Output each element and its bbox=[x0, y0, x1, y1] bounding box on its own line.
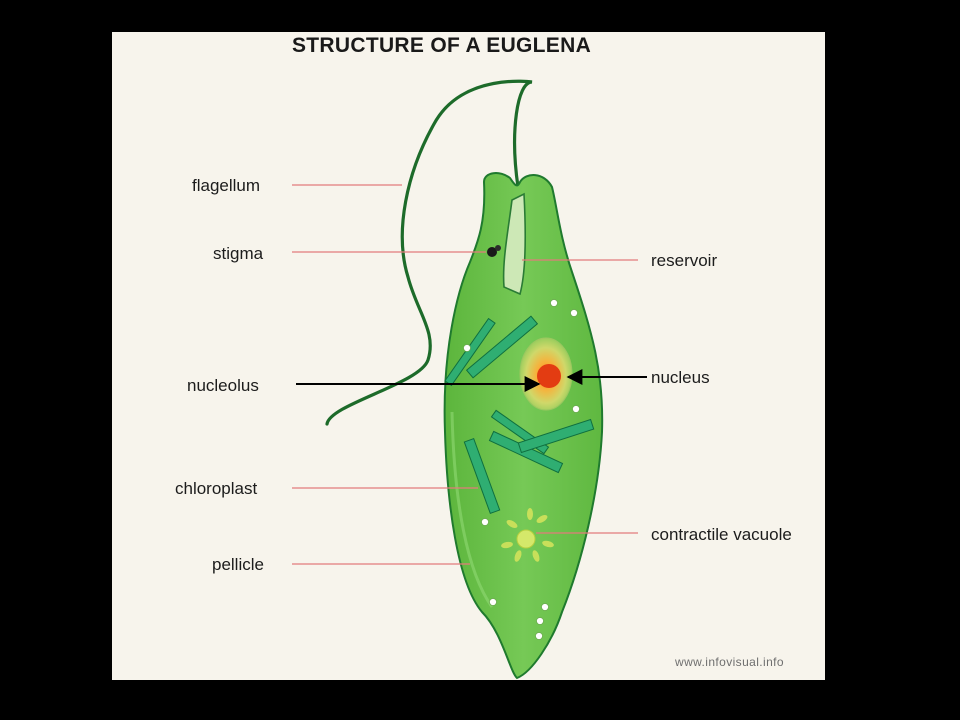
label-reservoir: reservoir bbox=[651, 251, 717, 270]
flagellum bbox=[325, 79, 533, 426]
chloroplast-2 bbox=[465, 315, 539, 379]
label-nucleolus: nucleolus bbox=[187, 376, 259, 395]
watermark: www.infovisual.info bbox=[674, 655, 784, 669]
contractile-vacuole bbox=[501, 508, 554, 562]
euglena-diagram: STRUCTURE OF A EUGLENA bbox=[175, 34, 792, 680]
label-nucleus: nucleus bbox=[651, 368, 710, 387]
euglena-cell bbox=[443, 172, 604, 680]
label-chloroplast: chloroplast bbox=[175, 479, 257, 498]
chloroplast-6 bbox=[463, 437, 501, 515]
leader-lines bbox=[292, 184, 638, 565]
label-arrows bbox=[296, 369, 647, 392]
chloroplasts bbox=[444, 315, 595, 515]
label-pellicle: pellicle bbox=[212, 555, 264, 574]
label-contractile-vacuole: contractile vacuole bbox=[651, 525, 792, 544]
diagram-title: STRUCTURE OF A EUGLENA bbox=[292, 34, 591, 57]
stigma bbox=[487, 245, 501, 257]
nucleolus bbox=[537, 364, 561, 388]
diagram-panel: STRUCTURE OF A EUGLENA bbox=[112, 32, 825, 680]
chloroplast-5 bbox=[517, 418, 595, 454]
label-flagellum: flagellum bbox=[192, 176, 260, 195]
label-stigma: stigma bbox=[213, 244, 264, 263]
reservoir bbox=[502, 192, 526, 296]
granules bbox=[463, 299, 580, 640]
